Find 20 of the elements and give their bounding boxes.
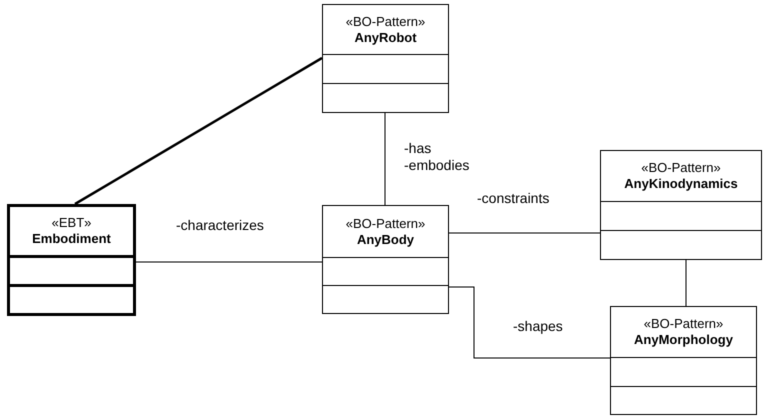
class-name: AnyBody [356,232,414,248]
stereotype-label: «BO-Pattern» [644,316,724,332]
class-box [322,4,449,113]
stereotype-label: «BO-Pattern» [346,14,426,30]
association-line [384,112,386,206]
association-line [74,56,323,206]
class-box [600,150,762,260]
class-name: Embodiment [32,231,111,247]
class-name: AnyRobot [354,30,417,46]
role-label: -shapes [513,318,563,335]
stereotype-label: «BO-Pattern» [641,160,721,176]
association-line [448,286,610,358]
stereotype-label: «EBT» [52,215,92,231]
class-box [7,204,136,316]
class-box [322,205,449,314]
class-name: AnyMorphology [634,332,733,348]
stereotype-label: «BO-Pattern» [346,216,426,232]
association-line [448,232,600,234]
class-box [610,306,757,415]
class-name: AnyKinodynamics [624,176,738,192]
